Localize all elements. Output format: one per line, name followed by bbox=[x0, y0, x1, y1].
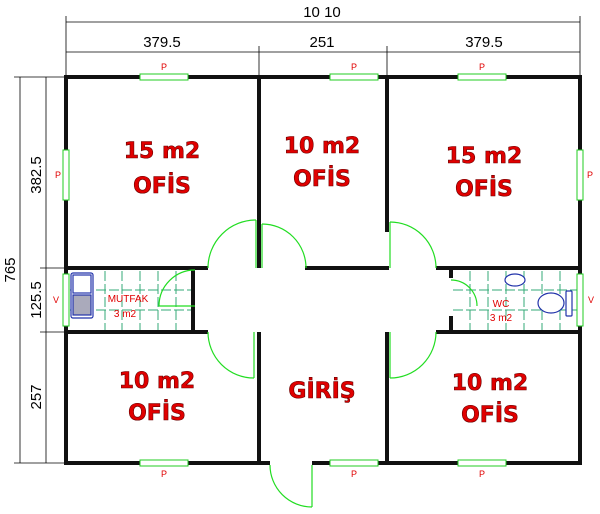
window-label: P bbox=[351, 62, 357, 72]
kitchen-area: 3 m2 bbox=[114, 309, 137, 320]
entrance-label: GİRİŞ bbox=[288, 378, 355, 404]
room-area: 10 m2 bbox=[119, 369, 196, 394]
window-label: P bbox=[161, 62, 167, 72]
toilet-icon bbox=[504, 273, 573, 317]
vent-window-label: V bbox=[588, 295, 594, 305]
depth-label-middle: 125.5 bbox=[28, 281, 45, 319]
wc-name: WC bbox=[493, 299, 510, 310]
doors bbox=[158, 219, 478, 508]
window-label: P bbox=[587, 170, 593, 180]
dimension-lines bbox=[14, 16, 581, 464]
window-label: P bbox=[351, 469, 357, 479]
width-label-right: 379.5 bbox=[465, 34, 503, 51]
room-area: 10 m2 bbox=[452, 371, 529, 396]
width-label-left: 379.5 bbox=[143, 34, 181, 51]
room-name: OFİS bbox=[133, 173, 191, 199]
depth-label-top: 382.5 bbox=[28, 156, 45, 194]
kitchen-name: MUTFAK bbox=[108, 294, 149, 305]
room-name: OFİS bbox=[293, 166, 351, 192]
window-label: P bbox=[479, 62, 485, 72]
room-name: OFİS bbox=[461, 402, 519, 428]
sink-icon bbox=[70, 272, 94, 319]
room-area: 15 m2 bbox=[124, 139, 201, 164]
room-area: 10 m2 bbox=[284, 134, 361, 159]
window-label: P bbox=[161, 469, 167, 479]
room-area: 15 m2 bbox=[446, 144, 523, 169]
walls bbox=[64, 75, 582, 465]
window-label: P bbox=[55, 170, 61, 180]
room-name: OFİS bbox=[455, 176, 513, 202]
width-label-middle: 251 bbox=[309, 34, 334, 51]
total-width-label: 10 10 bbox=[303, 4, 341, 21]
room-name: OFİS bbox=[128, 400, 186, 426]
total-depth-label: 765 bbox=[2, 257, 19, 282]
window-label: P bbox=[479, 469, 485, 479]
windows bbox=[62, 73, 584, 467]
vent-window-label: V bbox=[53, 295, 59, 305]
depth-label-bottom: 257 bbox=[28, 384, 45, 409]
wc-area: 3 m2 bbox=[490, 313, 513, 324]
